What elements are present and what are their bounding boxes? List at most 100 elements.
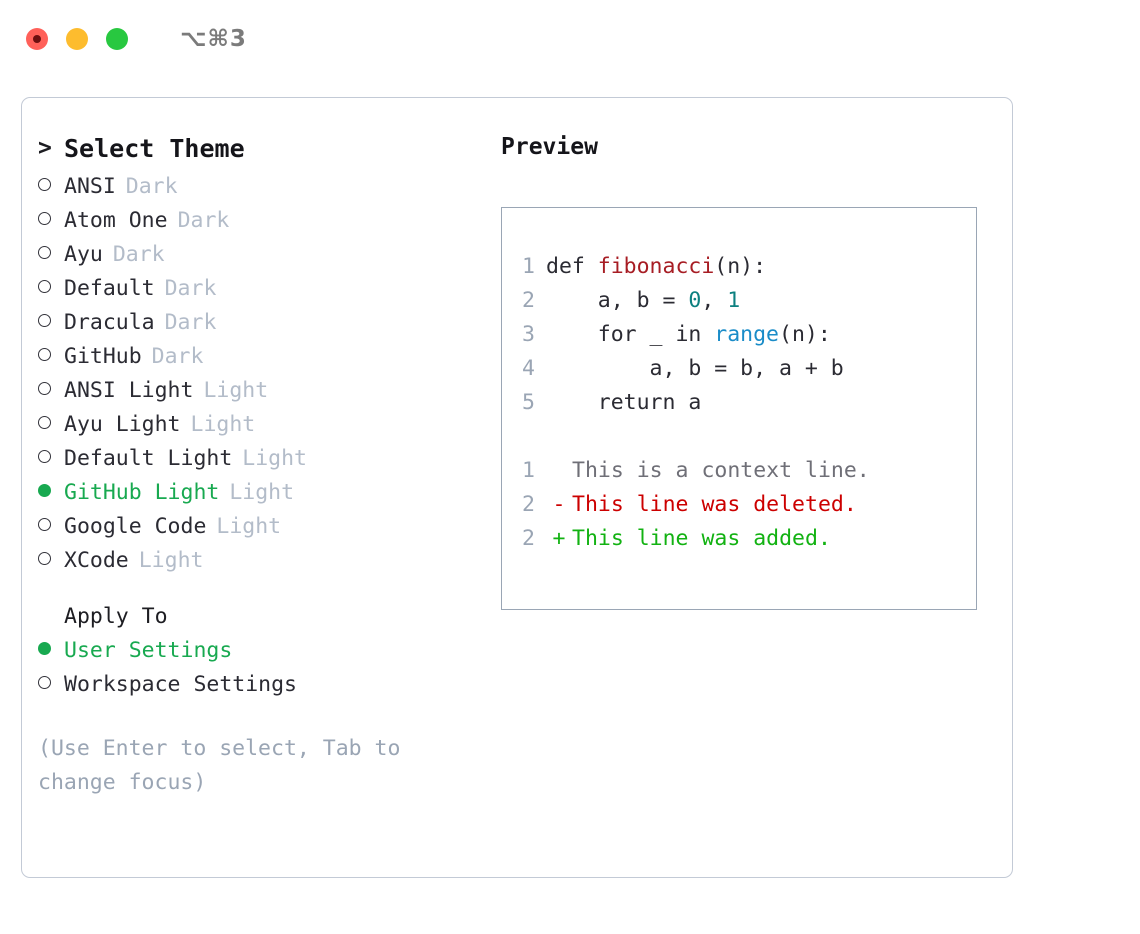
preview-gap <box>502 420 976 454</box>
theme-name: Ayu <box>64 242 103 267</box>
code-line-text: a, b = 0, 1 <box>546 288 741 313</box>
line-number: 1 <box>522 458 535 483</box>
line-number: 5 <box>522 390 535 415</box>
caret-icon: > <box>38 135 52 161</box>
theme-name: XCode <box>64 548 129 573</box>
apply-to-title: Apply To <box>64 604 168 629</box>
radio-unselected-icon <box>38 246 64 259</box>
code-line-text: def fibonacci(n): <box>546 254 767 279</box>
theme-name: Google Code <box>64 514 207 539</box>
radio-unselected-icon <box>38 178 64 191</box>
theme-name: GitHub <box>64 344 142 369</box>
theme-variant-badge: Dark <box>125 174 178 199</box>
code-line: 4 a, b = b, a + b <box>502 352 976 386</box>
theme-list-item[interactable]: Default Dark <box>38 276 468 310</box>
theme-list-item[interactable]: Ayu Dark <box>38 242 468 276</box>
radio-unselected-icon <box>38 212 64 225</box>
theme-name: Atom One <box>64 208 168 233</box>
theme-list-item[interactable]: ANSI Light Light <box>38 378 468 412</box>
theme-list-item[interactable]: Default Light Light <box>38 446 468 480</box>
theme-variant-badge: Light <box>190 412 256 437</box>
theme-list-item[interactable]: Dracula Dark <box>38 310 468 344</box>
diff-preview-block: 1 This is a context line.2-This line was… <box>502 454 976 556</box>
radio-unselected-icon <box>38 676 64 689</box>
theme-list-item[interactable]: GitHub Dark <box>38 344 468 378</box>
theme-variant-badge: Light <box>203 378 269 403</box>
theme-list-item[interactable]: GitHub Light Light <box>38 480 468 514</box>
theme-list-item[interactable]: Google Code Light <box>38 514 468 548</box>
apply-to-header: Apply To <box>38 604 468 638</box>
page-title: Select Theme <box>64 134 245 163</box>
theme-name: GitHub Light <box>64 480 220 505</box>
theme-name: Default <box>64 276 155 301</box>
theme-variant-badge: Dark <box>164 310 217 335</box>
diff-sign: + <box>552 526 566 551</box>
code-line: 2 a, b = 0, 1 <box>502 284 976 318</box>
theme-panel-header: > Select Theme <box>38 134 468 174</box>
line-number: 3 <box>522 322 535 347</box>
theme-variant-badge: Light <box>229 480 295 505</box>
apply-to-option[interactable]: Workspace Settings <box>38 672 468 706</box>
theme-name: Default Light <box>64 446 233 471</box>
code-line-text: for _ in range(n): <box>546 322 831 347</box>
theme-variant-badge: Light <box>138 548 204 573</box>
code-line: 5 return a <box>502 386 976 420</box>
theme-list-item[interactable]: Atom One Dark <box>38 208 468 242</box>
list-spacer <box>38 582 468 604</box>
theme-variant-badge: Dark <box>112 242 165 267</box>
close-button[interactable] <box>26 28 48 50</box>
line-number: 4 <box>522 356 535 381</box>
code-line-text: return a <box>546 390 702 415</box>
theme-name: ANSI Light <box>64 378 194 403</box>
diff-line-del: 2-This line was deleted. <box>502 488 976 522</box>
code-line-text: a, b = b, a + b <box>546 356 844 381</box>
line-number: 1 <box>522 254 535 279</box>
theme-name: Ayu Light <box>64 412 181 437</box>
minimize-button[interactable] <box>66 28 88 50</box>
title-bar: ⌥⌘3 <box>0 0 1140 78</box>
line-number: 2 <box>522 288 535 313</box>
theme-name: Dracula <box>64 310 155 335</box>
diff-text: This is a context line. <box>572 458 870 483</box>
diff-line-context: 1 This is a context line. <box>502 454 976 488</box>
diff-sign <box>546 454 572 488</box>
theme-list-item[interactable]: XCode Light <box>38 548 468 582</box>
code-line: 1 def fibonacci(n): <box>502 250 976 284</box>
radio-unselected-icon <box>38 552 64 565</box>
keyboard-shortcut-label: ⌥⌘3 <box>180 26 247 52</box>
theme-variant-badge: Light <box>242 446 308 471</box>
theme-list-item[interactable]: Ayu Light Light <box>38 412 468 446</box>
diff-sign: - <box>552 492 566 517</box>
theme-variant-badge: Dark <box>164 276 217 301</box>
radio-unselected-icon <box>38 416 64 429</box>
theme-variant-badge: Dark <box>151 344 204 369</box>
code-line: 3 for _ in range(n): <box>502 318 976 352</box>
radio-unselected-icon <box>38 348 64 361</box>
theme-variant-badge: Light <box>216 514 282 539</box>
radio-unselected-icon <box>38 382 64 395</box>
theme-variant-badge: Dark <box>177 208 230 233</box>
theme-list-item[interactable]: ANSI Dark <box>38 174 468 208</box>
apply-to-option[interactable]: User Settings <box>38 638 468 672</box>
line-number: 2 <box>522 492 535 517</box>
apply-to-label: Workspace Settings <box>64 672 297 697</box>
radio-unselected-icon <box>38 518 64 531</box>
radio-selected-icon <box>38 484 64 497</box>
radio-unselected-icon <box>38 450 64 463</box>
keyboard-hint: (Use Enter to select, Tab to change focu… <box>38 736 401 795</box>
diff-line-add: 2+This line was added. <box>502 522 976 556</box>
theme-name: ANSI <box>64 174 116 199</box>
diff-text: This line was added. <box>572 526 831 551</box>
maximize-button[interactable] <box>106 28 128 50</box>
diff-text: This line was deleted. <box>572 492 857 517</box>
apply-to-label: User Settings <box>64 638 233 663</box>
radio-selected-icon <box>38 642 64 655</box>
